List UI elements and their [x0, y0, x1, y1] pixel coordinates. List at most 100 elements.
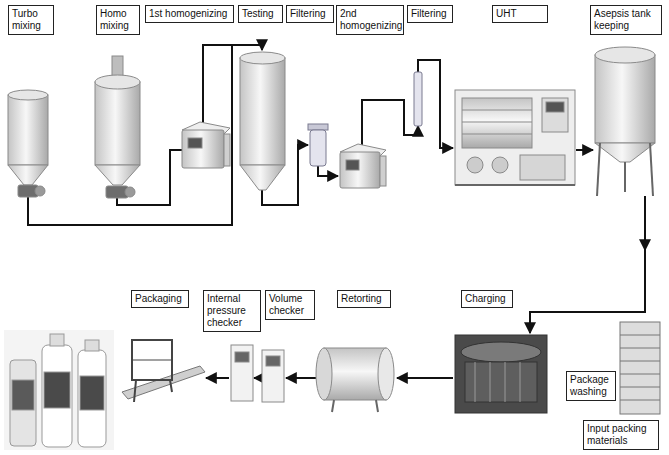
stage-label-box: Filtering	[286, 5, 334, 23]
packaging-machine	[122, 340, 205, 402]
filter-housing	[308, 124, 328, 166]
pipe-lines-part	[530, 250, 645, 333]
stage-label-box: UHT	[492, 5, 548, 23]
retort-vessel	[316, 348, 394, 412]
pipe-lines-part	[362, 100, 418, 150]
asepsis-tank-part	[595, 143, 655, 162]
packaging-machine-part	[132, 360, 172, 361]
stage-label: UHT	[496, 8, 544, 20]
stage-label: 1st homogenizing	[149, 8, 230, 20]
stage-label-box: Volume checker	[265, 290, 315, 320]
homogenizer-machine-part	[182, 130, 224, 168]
asepsis-tank-part	[624, 162, 626, 192]
packaging-machine-part	[132, 340, 172, 380]
material-stack-part	[620, 387, 660, 388]
uht-machine-part	[462, 134, 532, 135]
uht-machine-part	[462, 110, 532, 111]
stage-label-box: Testing	[238, 5, 283, 23]
uht-machine-part	[455, 184, 575, 186]
stage-label: Homo mixing	[100, 8, 136, 32]
charging-machine	[455, 335, 547, 413]
uht-machine-part	[546, 102, 564, 112]
homogenizer-machine-part	[380, 156, 386, 186]
filter-housing	[414, 72, 422, 126]
uht-machine-part	[542, 98, 568, 132]
stage-label: Package washing	[570, 374, 612, 398]
stage-label-box: Input packing materials	[583, 420, 659, 450]
product-bottles-part	[44, 372, 70, 408]
turbo-mixing-tank-part	[35, 186, 45, 196]
charging-machine-part	[461, 342, 541, 362]
stage-label-box: Turbo mixing	[8, 5, 54, 35]
homogenizer-machine-part	[188, 138, 202, 148]
stage-label: Filtering	[290, 8, 330, 20]
stage-label: Charging	[465, 293, 509, 305]
stage-label-box: Retorting	[337, 290, 391, 308]
retort-vessel-part	[378, 348, 394, 400]
retort-vessel-part	[332, 400, 334, 412]
homogenizer-machine	[340, 144, 386, 188]
pipe-lines-part	[418, 60, 453, 148]
stage-label: Internal pressure checker	[207, 293, 257, 329]
turbo-mixing-tank-part	[8, 165, 48, 185]
charging-machine-part	[465, 362, 537, 402]
filter-housing-part	[310, 130, 326, 166]
pipe-lines-part	[28, 45, 232, 225]
stage-label-box: Internal pressure checker	[203, 290, 261, 332]
uht-machine-part	[492, 157, 508, 173]
product-bottles-part	[4, 330, 114, 450]
stage-label-box: 2nd homogenizing	[336, 5, 404, 35]
product-bottles-part	[10, 360, 36, 446]
turbo-mixing-tank	[8, 90, 48, 197]
material-stack	[620, 322, 660, 414]
uht-machine-part	[462, 98, 532, 148]
material-stack-part	[620, 400, 660, 401]
filter-housing-part	[414, 72, 422, 126]
testing-tank-part	[240, 165, 285, 190]
homogenizer-machine-part	[224, 134, 230, 166]
asepsis-tank	[595, 47, 655, 196]
uht-machine-part	[462, 122, 532, 123]
asepsis-tank-part	[595, 55, 655, 143]
product-bottles-part	[12, 380, 34, 410]
stage-label-box: Homo mixing	[96, 5, 140, 35]
homo-mixing-tank	[95, 56, 140, 198]
turbo-mixing-tank-part	[8, 90, 48, 100]
stage-label: Testing	[242, 8, 279, 20]
homo-mixing-tank-part	[112, 56, 123, 76]
charging-machine-part	[455, 335, 547, 413]
stage-label: Turbo mixing	[12, 8, 50, 32]
asepsis-tank-part	[595, 47, 655, 63]
material-stack-part	[620, 361, 660, 362]
stage-label-box: Packaging	[131, 290, 189, 308]
filter-housing-part	[308, 124, 328, 130]
product-bottles-part	[80, 376, 104, 410]
product-bottles-part	[50, 334, 64, 346]
homogenizer-machine-part	[340, 152, 380, 188]
packaging-machine-part	[134, 380, 136, 402]
stage-label-box: 1st homogenizing	[145, 5, 234, 23]
stage-label: Retorting	[341, 293, 387, 305]
homo-mixing-tank-part	[95, 165, 140, 185]
product-bottles-part	[78, 350, 106, 447]
pressure-checker	[231, 345, 253, 401]
turbo-mixing-tank-part	[8, 95, 48, 165]
charging-machine-part	[475, 362, 476, 402]
charging-machine-part	[490, 362, 491, 402]
asepsis-tank-part	[597, 143, 600, 196]
asepsis-tank-part	[650, 143, 653, 196]
stage-label: Input packing materials	[587, 423, 655, 447]
testing-tank	[240, 52, 285, 190]
pipe-lines-part	[644, 196, 646, 250]
material-stack-part	[620, 335, 660, 336]
homo-mixing-tank-part	[95, 82, 140, 165]
pipe-lines-part	[206, 377, 229, 379]
stage-label-box: Asepsis tank keeping	[590, 5, 662, 35]
pipe-lines-part	[576, 149, 593, 151]
packaging-machine-part	[170, 380, 172, 392]
retort-vessel-part	[376, 400, 378, 412]
uht-machine-part	[520, 155, 565, 180]
pressure-checker-part	[235, 352, 249, 362]
pipe-lines-part	[254, 377, 261, 379]
pipe-lines-part	[286, 377, 316, 379]
